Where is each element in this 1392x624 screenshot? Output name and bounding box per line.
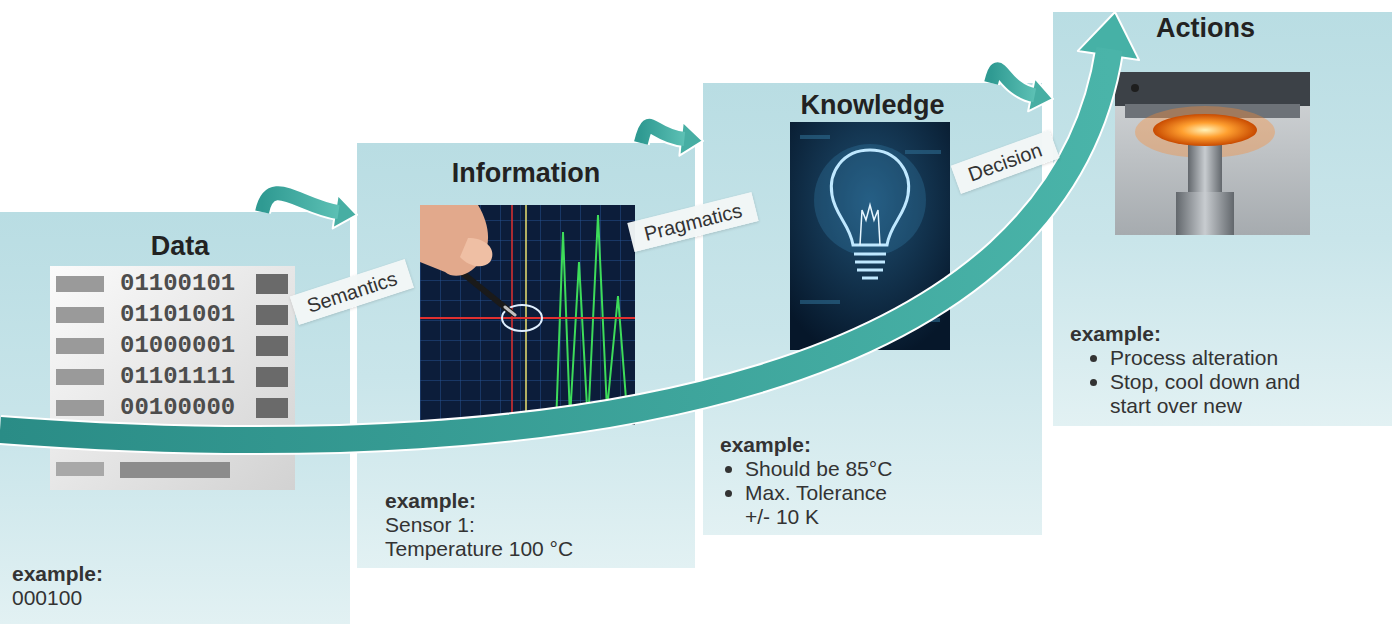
flow-arrow <box>991 69 1053 111</box>
bulb-outline <box>831 150 908 245</box>
digit-blur <box>256 398 288 418</box>
pen-tip <box>505 307 515 315</box>
photo-ground <box>420 205 635 425</box>
flow-arrow <box>262 193 357 228</box>
label-holder: 00100000 <box>120 394 235 422</box>
signal-trace <box>556 215 628 425</box>
code-blur <box>800 300 840 304</box>
collar <box>1176 192 1234 235</box>
arrow-outline <box>262 193 338 212</box>
example-text: Process alteration <box>1110 346 1278 370</box>
digit-blur <box>56 400 104 416</box>
label-holder: 01000001 <box>120 332 235 360</box>
label-holder: 01101001 <box>120 301 235 329</box>
digit-blur <box>56 338 104 354</box>
press-head <box>1115 72 1310 106</box>
flow-arrow <box>0 12 1139 440</box>
digit-blur <box>56 369 104 385</box>
example-text: Should be 85°C <box>745 457 892 481</box>
digit-blur <box>120 462 230 478</box>
code-blur <box>905 150 941 154</box>
example-label: example: <box>1070 322 1161 346</box>
digit-blur <box>56 462 104 476</box>
chart-photo <box>420 205 635 425</box>
example-label: example: <box>385 489 476 513</box>
stage-title: Actions <box>1156 12 1255 44</box>
marker-line <box>525 205 527 425</box>
arrow-outline <box>991 69 1035 95</box>
arrow-body <box>641 126 685 143</box>
bolt <box>1131 84 1139 92</box>
arrow-body <box>262 193 338 212</box>
arrow-outline <box>0 49 1109 440</box>
label-holder: 01100101 <box>120 270 235 298</box>
stage-title: Knowledge <box>800 89 944 121</box>
bulb-glow <box>814 144 926 256</box>
binary-photo <box>50 266 295 490</box>
binary-digits: 01000001 <box>120 332 235 360</box>
digit-blur <box>256 367 288 387</box>
bulb-filament <box>860 205 880 245</box>
stage-title: Information <box>452 157 601 189</box>
example-text: Sensor 1: Temperature 100 °C <box>385 513 585 561</box>
photo-ground <box>50 266 295 490</box>
code-blur <box>800 135 830 139</box>
digit-blur <box>56 276 104 292</box>
photo-ground <box>1115 72 1310 235</box>
binary-digits: 01101001 <box>120 301 235 329</box>
bulb-base <box>854 254 886 278</box>
example-text: Stop, cool down and start over new <box>1110 370 1325 418</box>
example-label: example: <box>720 433 811 457</box>
digit-blur <box>256 274 288 294</box>
flow-arrow <box>641 122 703 156</box>
grid-lines <box>420 205 635 425</box>
marker-line <box>420 317 635 319</box>
digit-blur <box>256 305 288 325</box>
arrow-body <box>0 49 1109 440</box>
stage-title: Data <box>151 230 210 262</box>
arrow-body <box>991 69 1035 95</box>
example-text: 000100 <box>12 586 82 610</box>
forging-photo <box>1115 72 1310 235</box>
focus-ring <box>502 305 542 331</box>
digit-blur <box>56 307 104 323</box>
example-label: example: <box>12 562 103 586</box>
label-holder: 01101111 <box>120 363 235 391</box>
arrow-outline <box>641 126 685 143</box>
digit-blur <box>256 336 288 356</box>
binary-digits: 01101111 <box>120 363 235 391</box>
binary-digits: 00100000 <box>120 394 235 422</box>
finger <box>460 238 492 266</box>
example-text: Max. Tolerance +/- 10 K <box>745 481 910 529</box>
binary-digits: 01100101 <box>120 270 235 298</box>
glowing-disc <box>1153 114 1257 146</box>
